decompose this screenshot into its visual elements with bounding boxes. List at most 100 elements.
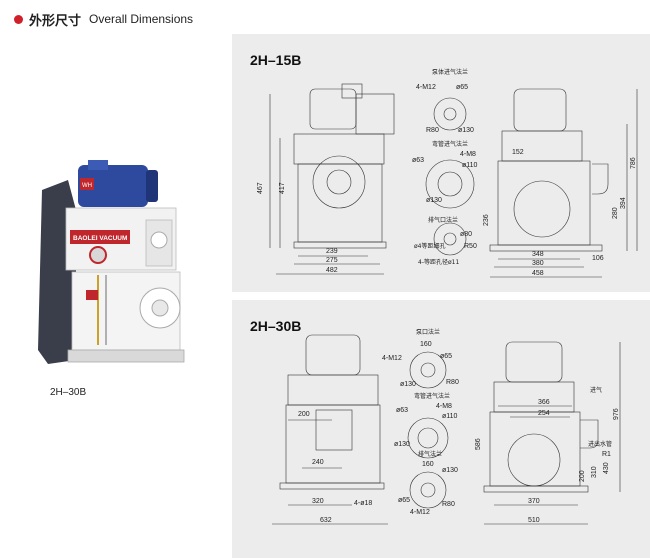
label-r80: R80 xyxy=(446,379,459,386)
label-water-pipe: 进出水管 xyxy=(588,440,612,448)
dim-467: 467 xyxy=(257,182,264,194)
dim-236: 236 xyxy=(483,214,490,226)
drawing-2h-30b: 泵口法兰 160 4-M12 ø65 ø130 R80 弯管进气法兰 4-M8 … xyxy=(272,328,621,525)
label-r80-b: R80 xyxy=(442,501,455,508)
label-4-m12-b: 4-M12 xyxy=(410,509,430,516)
motor-badge-text: WH xyxy=(82,183,92,189)
motor-outline xyxy=(309,88,357,130)
motor-fan-cover xyxy=(146,170,158,202)
label-152: 152 xyxy=(512,149,524,156)
sight-flange xyxy=(89,246,107,264)
label-d130: ø130 xyxy=(458,127,474,134)
label-exhaust-flange: 排气口法兰 xyxy=(428,216,458,224)
pump-flange-drawing xyxy=(409,351,447,389)
section-header: 外形尺寸 Overall Dimensions xyxy=(14,9,193,29)
label-r1: R1 xyxy=(602,451,611,458)
motor-outline xyxy=(305,334,361,376)
lower-side-hub xyxy=(151,299,169,317)
dim-586: 586 xyxy=(475,438,482,450)
dim-366: 366 xyxy=(538,399,550,406)
brand-plate xyxy=(70,230,130,244)
side-pipe-outline xyxy=(592,163,609,195)
dim-200: 200 xyxy=(298,411,310,418)
label-160: 160 xyxy=(420,341,432,348)
dim-240: 240 xyxy=(312,459,324,466)
dim-394: 394 xyxy=(620,197,627,209)
side-base-outline xyxy=(489,244,603,252)
motor-badge xyxy=(80,178,94,190)
side-upper-outline xyxy=(501,130,583,162)
pump-base xyxy=(67,349,185,363)
upper-housing-outline xyxy=(287,374,379,406)
dim-482: 482 xyxy=(326,267,338,274)
side-lower-outline xyxy=(489,411,581,487)
lower-housing-outline xyxy=(297,163,383,243)
label-bend-inlet-flange: 弯管进气法兰 xyxy=(432,140,468,148)
label-pump-inlet-flange: 泵体进气法兰 xyxy=(432,68,468,76)
motor-terminal-box xyxy=(88,160,108,170)
bend-inlet-flange-drawing xyxy=(407,417,449,459)
label-4-d18: 4-ø18 xyxy=(354,500,372,507)
label-r50: R50 xyxy=(464,243,477,250)
drawing-panel-2h-15b: 2H–15B xyxy=(232,34,650,292)
label-d63: ø63 xyxy=(412,157,424,164)
dim-976: 976 xyxy=(613,408,620,420)
label-exhaust-flange: 排气法兰 xyxy=(418,450,442,458)
section-title-en: Overall Dimensions xyxy=(89,12,194,26)
label-4-m12: 4-M12 xyxy=(382,355,402,362)
drawing-panel-2h-30b: 2H–30B xyxy=(232,300,650,558)
base-outline xyxy=(293,241,387,249)
front-flange-box xyxy=(315,409,353,451)
dim-275: 275 xyxy=(326,257,338,264)
model-label: 2H–15B xyxy=(250,52,302,68)
dim-370: 370 xyxy=(528,498,540,505)
label-inlet: 进气 xyxy=(590,386,602,394)
label-4-m8: 4-M8 xyxy=(460,151,476,158)
front-flange-outline xyxy=(312,155,366,209)
dim-380: 380 xyxy=(532,260,544,267)
label-d130: ø130 xyxy=(400,381,416,388)
motor xyxy=(78,165,148,207)
side-motor-outline xyxy=(505,341,563,383)
label-4-m12: 4-M12 xyxy=(416,84,436,91)
upper-side-port xyxy=(150,231,168,249)
label-d110: ø110 xyxy=(462,162,478,169)
label-160-b: 160 xyxy=(422,461,434,468)
dim-310: 310 xyxy=(591,466,598,478)
valve-handle xyxy=(86,290,98,300)
dim-458: 458 xyxy=(532,270,544,277)
label-r80: R80 xyxy=(426,127,439,134)
dim-106: 106 xyxy=(592,255,604,262)
label-4-m8: 4-M8 xyxy=(436,403,452,410)
brand-plate-text: BAOLEI VACUUM xyxy=(73,235,127,242)
dim-239: 239 xyxy=(326,248,338,255)
label-d110: ø110 xyxy=(442,413,458,420)
side-upper-outline xyxy=(493,381,575,413)
base-outline xyxy=(279,482,385,490)
side-pipe-outline xyxy=(580,419,599,449)
belt-guard-outline xyxy=(355,93,395,135)
dim-320: 320 xyxy=(312,498,324,505)
front-flange-inner xyxy=(326,169,352,195)
pump-inlet-flange-drawing xyxy=(433,97,467,131)
dim-348: 348 xyxy=(532,251,544,258)
photo-caption: 2H–30B xyxy=(50,387,87,398)
dim-200-v: 200 xyxy=(579,470,586,482)
label-d65-b: ø65 xyxy=(398,497,410,504)
dim-632: 632 xyxy=(320,517,332,524)
label-d130-b: ø130 xyxy=(394,441,410,448)
model-label: 2H–30B xyxy=(250,318,302,334)
label-d65: ø65 xyxy=(440,353,452,360)
bend-inlet-flange-drawing xyxy=(425,159,475,209)
dim-786: 786 xyxy=(630,157,637,169)
label-d130-b: ø130 xyxy=(426,197,442,204)
red-bullet-icon xyxy=(14,14,23,24)
dim-254: 254 xyxy=(538,410,550,417)
label-d63: ø63 xyxy=(396,407,408,414)
side-motor-outline xyxy=(513,88,567,132)
label-d80: ø80 xyxy=(460,231,472,238)
motor-box-outline xyxy=(341,83,363,99)
section-title-cn: 外形尺寸 xyxy=(29,13,82,29)
pump-photo: WH BAOLEI VACUUM xyxy=(38,160,185,364)
exhaust-flange-drawing xyxy=(433,222,467,256)
